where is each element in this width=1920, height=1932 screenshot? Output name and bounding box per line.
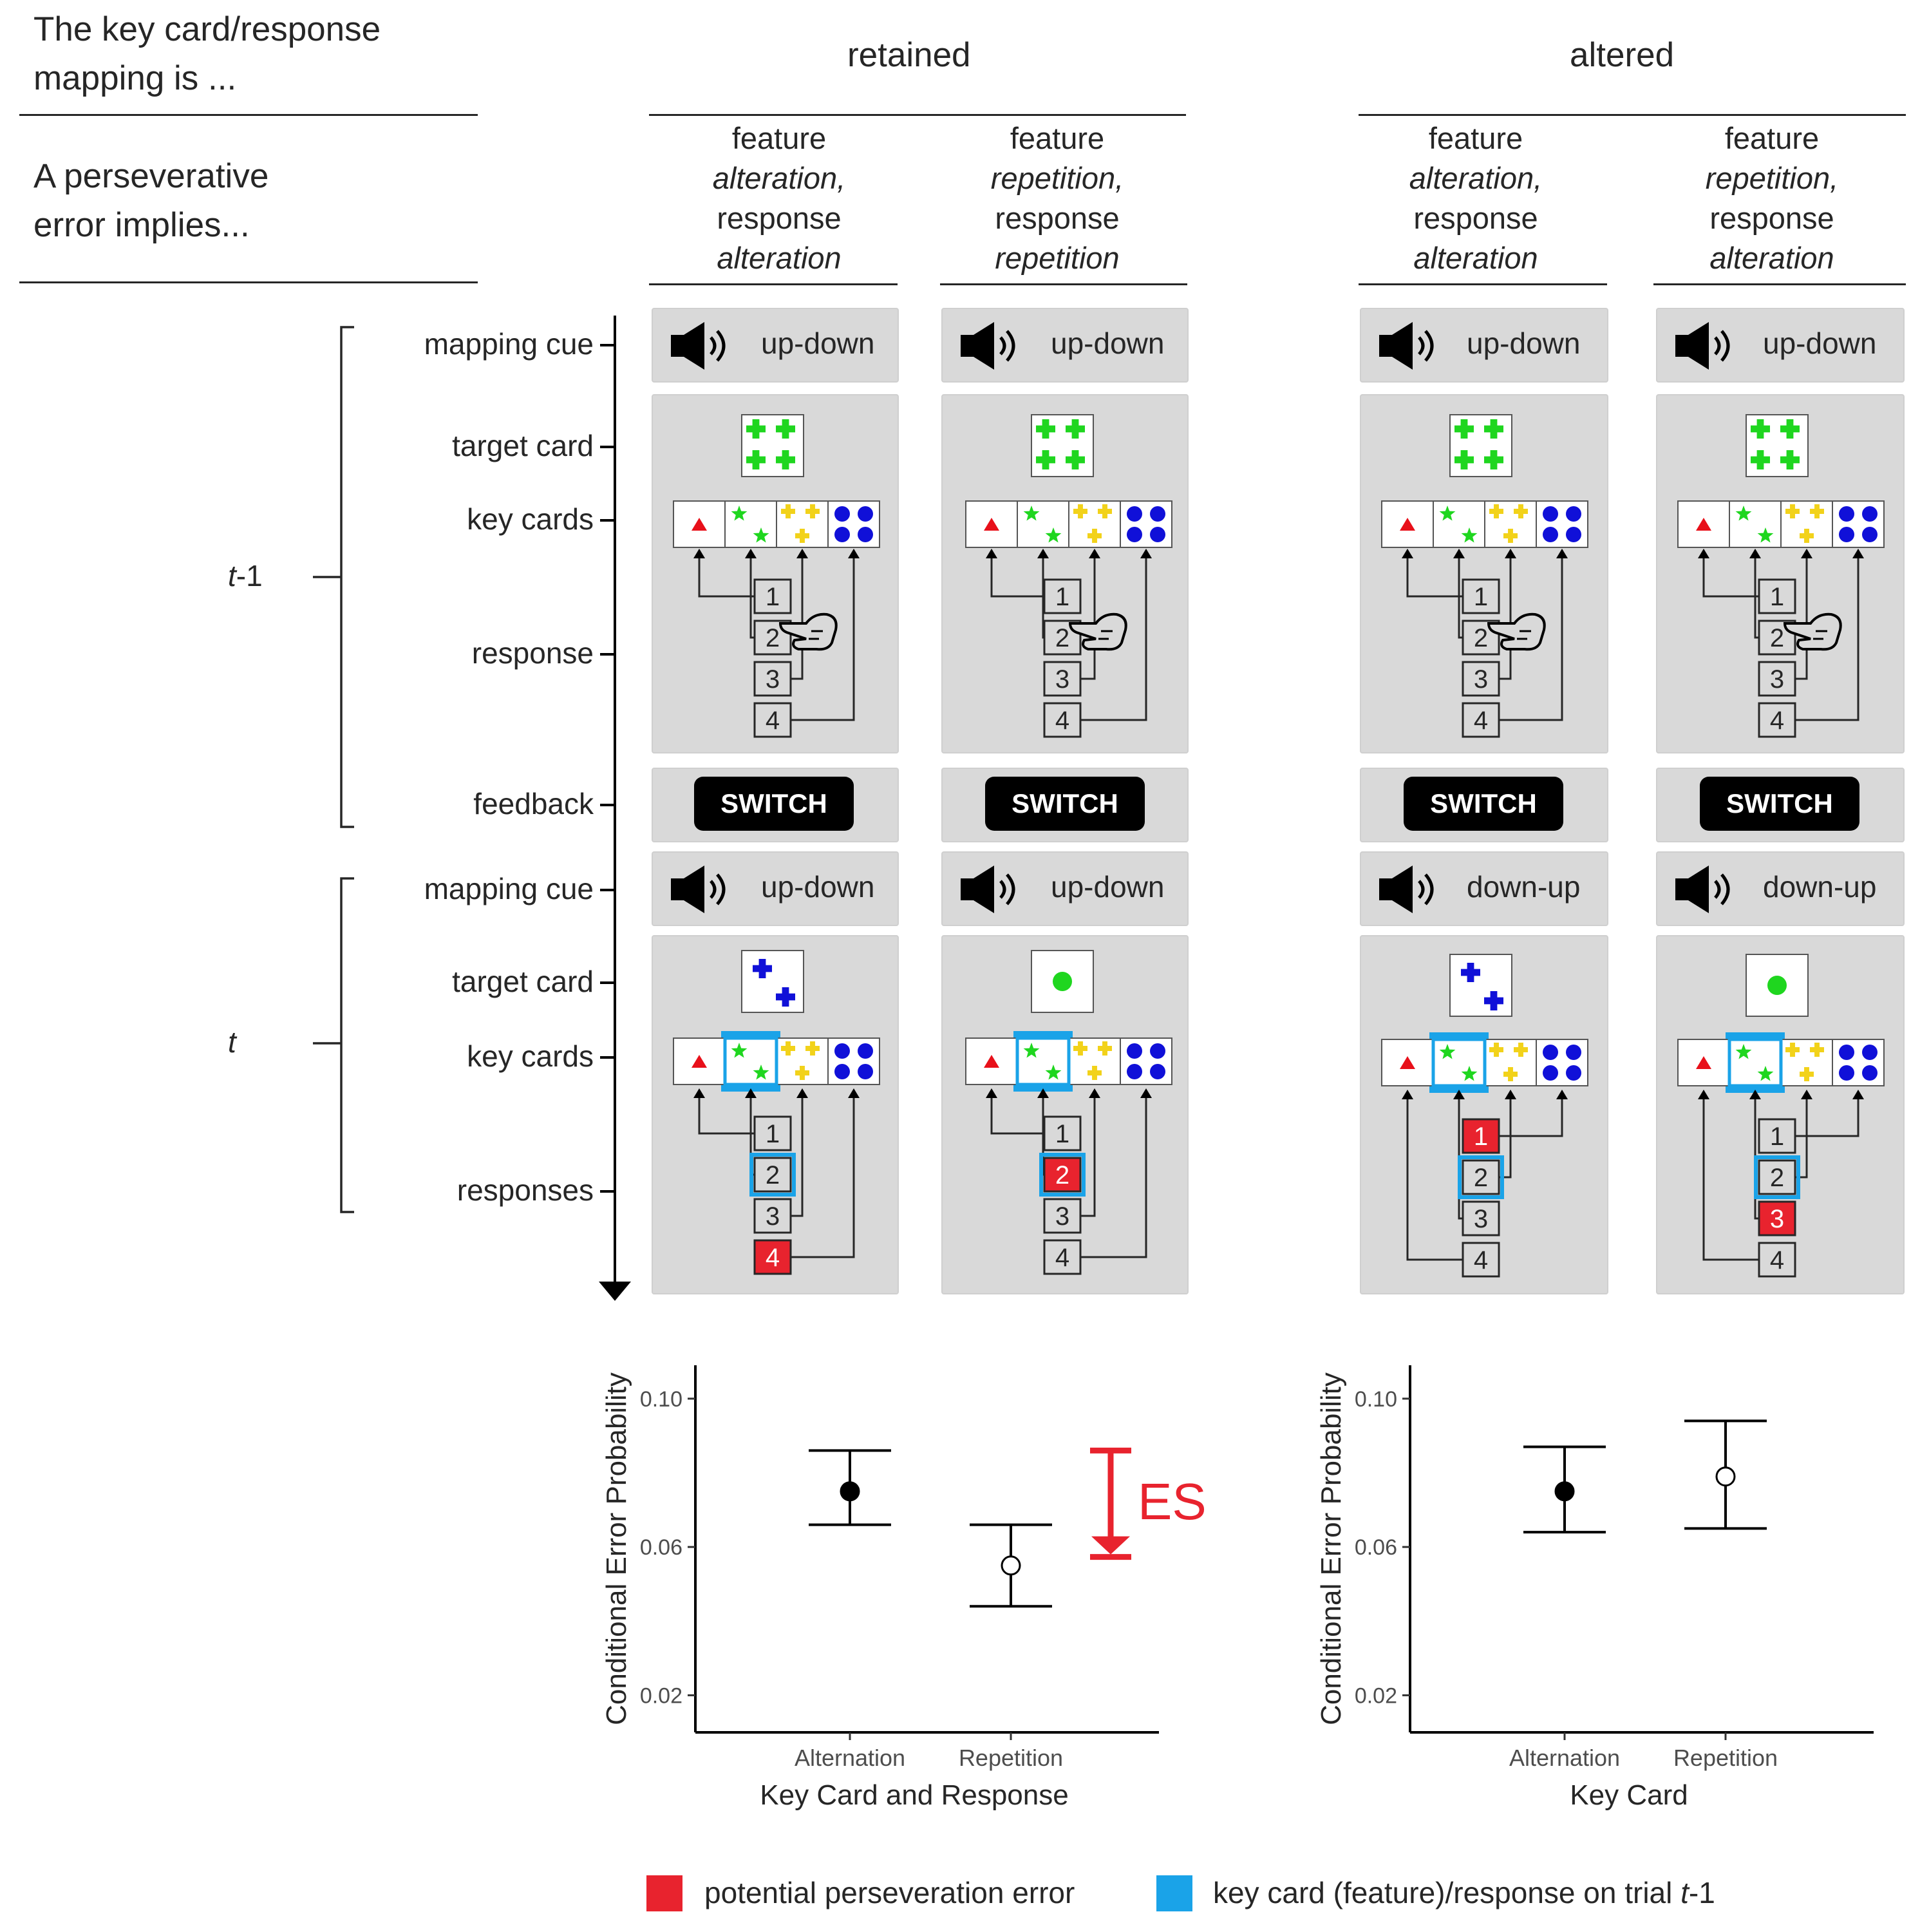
x-tick-label: Alternation bbox=[795, 1745, 905, 1771]
col1-switch-feedback: SWITCH bbox=[694, 777, 854, 831]
col2-cue-text: up-down bbox=[1051, 327, 1165, 360]
y-axis-title: Conditional Error Probability bbox=[1315, 1372, 1347, 1725]
legend-prev-label: key card (feature)/response on trial t-1 bbox=[1213, 1876, 1715, 1909]
x-tick-label: Repetition bbox=[959, 1745, 1063, 1771]
error-bar-alternation bbox=[809, 1449, 891, 1526]
col2-t1-trial-panel bbox=[941, 394, 1189, 753]
trial-label-previous: t-1 bbox=[228, 559, 263, 592]
col4-t1-trial-panel bbox=[1656, 394, 1905, 753]
column-rule-2 bbox=[940, 283, 1187, 285]
y-tick-label: 0.10 bbox=[640, 1387, 682, 1412]
error-bar-alternation bbox=[1523, 1445, 1606, 1534]
legend-error-swatch bbox=[646, 1875, 682, 1911]
y-tick-label: 0.02 bbox=[640, 1683, 682, 1708]
column-rule-1 bbox=[649, 283, 898, 285]
mean-point-filled bbox=[1554, 1481, 1575, 1502]
col3-t-trial-panel bbox=[1360, 935, 1608, 1294]
error-bar-repetition bbox=[970, 1523, 1052, 1608]
x-tick-label: Repetition bbox=[1673, 1745, 1778, 1771]
ese-arrow-head bbox=[1091, 1536, 1130, 1555]
y-tick-label: 0.06 bbox=[640, 1535, 682, 1560]
y-tick-label: 0.10 bbox=[1355, 1387, 1397, 1412]
col4-t-trial-panel bbox=[1656, 935, 1905, 1294]
ese-annotation: ESE bbox=[1090, 1447, 1210, 1560]
legend-error-label: potential perseveration error bbox=[704, 1876, 1075, 1909]
y-tick-label: 0.06 bbox=[1355, 1535, 1397, 1560]
stage-label-target-card: target card bbox=[452, 429, 594, 462]
altered-heading: altered bbox=[1570, 36, 1675, 74]
col2-switch-feedback: SWITCH bbox=[985, 777, 1145, 831]
col3-cue-panel bbox=[1360, 308, 1608, 383]
retained-rule bbox=[649, 114, 1186, 116]
brace-previous-trial bbox=[313, 326, 354, 828]
y-tick-label: 0.02 bbox=[1355, 1683, 1397, 1708]
col1-t-trial-panel bbox=[652, 935, 899, 1294]
col4-switch-feedback: SWITCH bbox=[1700, 777, 1859, 831]
error-question-line1: A perseverative bbox=[33, 157, 269, 195]
stage-label-response: response bbox=[471, 636, 594, 670]
header-rule-left-bottom bbox=[19, 281, 478, 283]
header-rule-left-top bbox=[19, 114, 478, 116]
col4-cue-text: up-down bbox=[1763, 327, 1877, 360]
mean-point-open bbox=[1001, 1555, 1021, 1576]
stage-label-feedback: feedback bbox=[473, 787, 594, 820]
mapping-question-line2: mapping is ... bbox=[33, 59, 237, 97]
stage-label-key-cards: key cards bbox=[467, 502, 594, 536]
column-rule-4 bbox=[1653, 283, 1906, 285]
col4-cue2-text: down-up bbox=[1763, 870, 1877, 904]
col3-cue2-panel bbox=[1360, 851, 1608, 926]
col3-cue2-text: down-up bbox=[1467, 870, 1581, 904]
legend-prev-swatch bbox=[1156, 1875, 1192, 1911]
trial-label-current: t bbox=[228, 1025, 236, 1059]
col1-cue2-text: up-down bbox=[761, 870, 875, 904]
stage-label-responses: responses bbox=[456, 1173, 594, 1207]
col3-switch-feedback: SWITCH bbox=[1404, 777, 1563, 831]
col3-t1-trial-panel bbox=[1360, 394, 1608, 753]
retained-heading: retained bbox=[847, 36, 971, 74]
col1-t1-trial-panel bbox=[652, 394, 899, 753]
column-rule-3 bbox=[1359, 283, 1607, 285]
stage-label-target-card-t: target card bbox=[452, 965, 594, 998]
ese-label: ESE bbox=[1138, 1473, 1210, 1530]
stage-label-mapping-cue-t: mapping cue bbox=[424, 872, 594, 905]
col1-cue-text: up-down bbox=[761, 327, 875, 360]
x-axis-title: Key Card bbox=[1570, 1779, 1688, 1811]
error-bar-repetition bbox=[1684, 1419, 1767, 1530]
col3-cue-text: up-down bbox=[1467, 327, 1581, 360]
mapping-question-line1: The key card/response bbox=[33, 10, 381, 48]
col2-cue2-text: up-down bbox=[1051, 870, 1165, 904]
error-question-line2: error implies... bbox=[33, 206, 250, 244]
col2-t-trial-panel bbox=[941, 935, 1189, 1294]
brace-current-trial bbox=[313, 877, 354, 1213]
mean-point-open bbox=[1715, 1466, 1736, 1487]
y-axis-title: Conditional Error Probability bbox=[601, 1372, 632, 1725]
x-axis-title: Key Card and Response bbox=[760, 1779, 1068, 1811]
x-tick-label: Alternation bbox=[1509, 1745, 1620, 1771]
mean-point-filled bbox=[840, 1481, 860, 1502]
altered-rule bbox=[1359, 114, 1906, 116]
stage-label-mapping-cue: mapping cue bbox=[424, 327, 594, 361]
stage-label-key-cards-t: key cards bbox=[467, 1039, 594, 1073]
